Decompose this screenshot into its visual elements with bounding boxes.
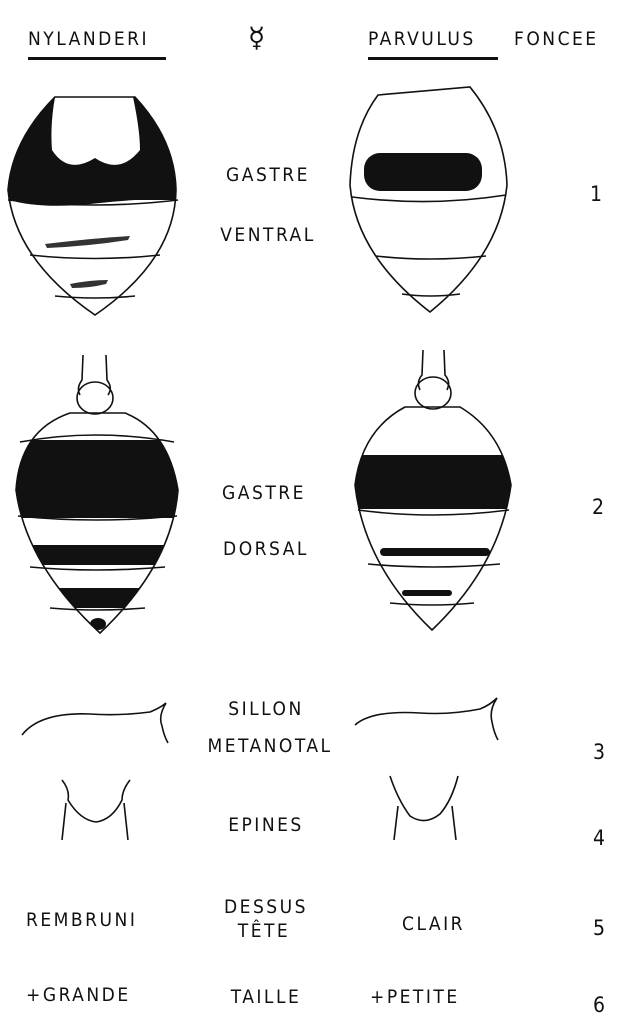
nylanderi-ventral-gaster-icon: [0, 90, 190, 315]
nylanderi-spines-icon: [62, 780, 130, 840]
parvulus-metanotal-groove-icon: [355, 698, 498, 740]
parvulus-ventral-gaster-icon: [350, 87, 507, 312]
nylanderi-metanotal-groove-icon: [22, 703, 168, 743]
nylanderi-dorsal-gaster-icon: [0, 355, 200, 633]
parvulus-dorsal-gaster-icon: [340, 350, 530, 630]
parvulus-spines-icon: [390, 776, 458, 840]
